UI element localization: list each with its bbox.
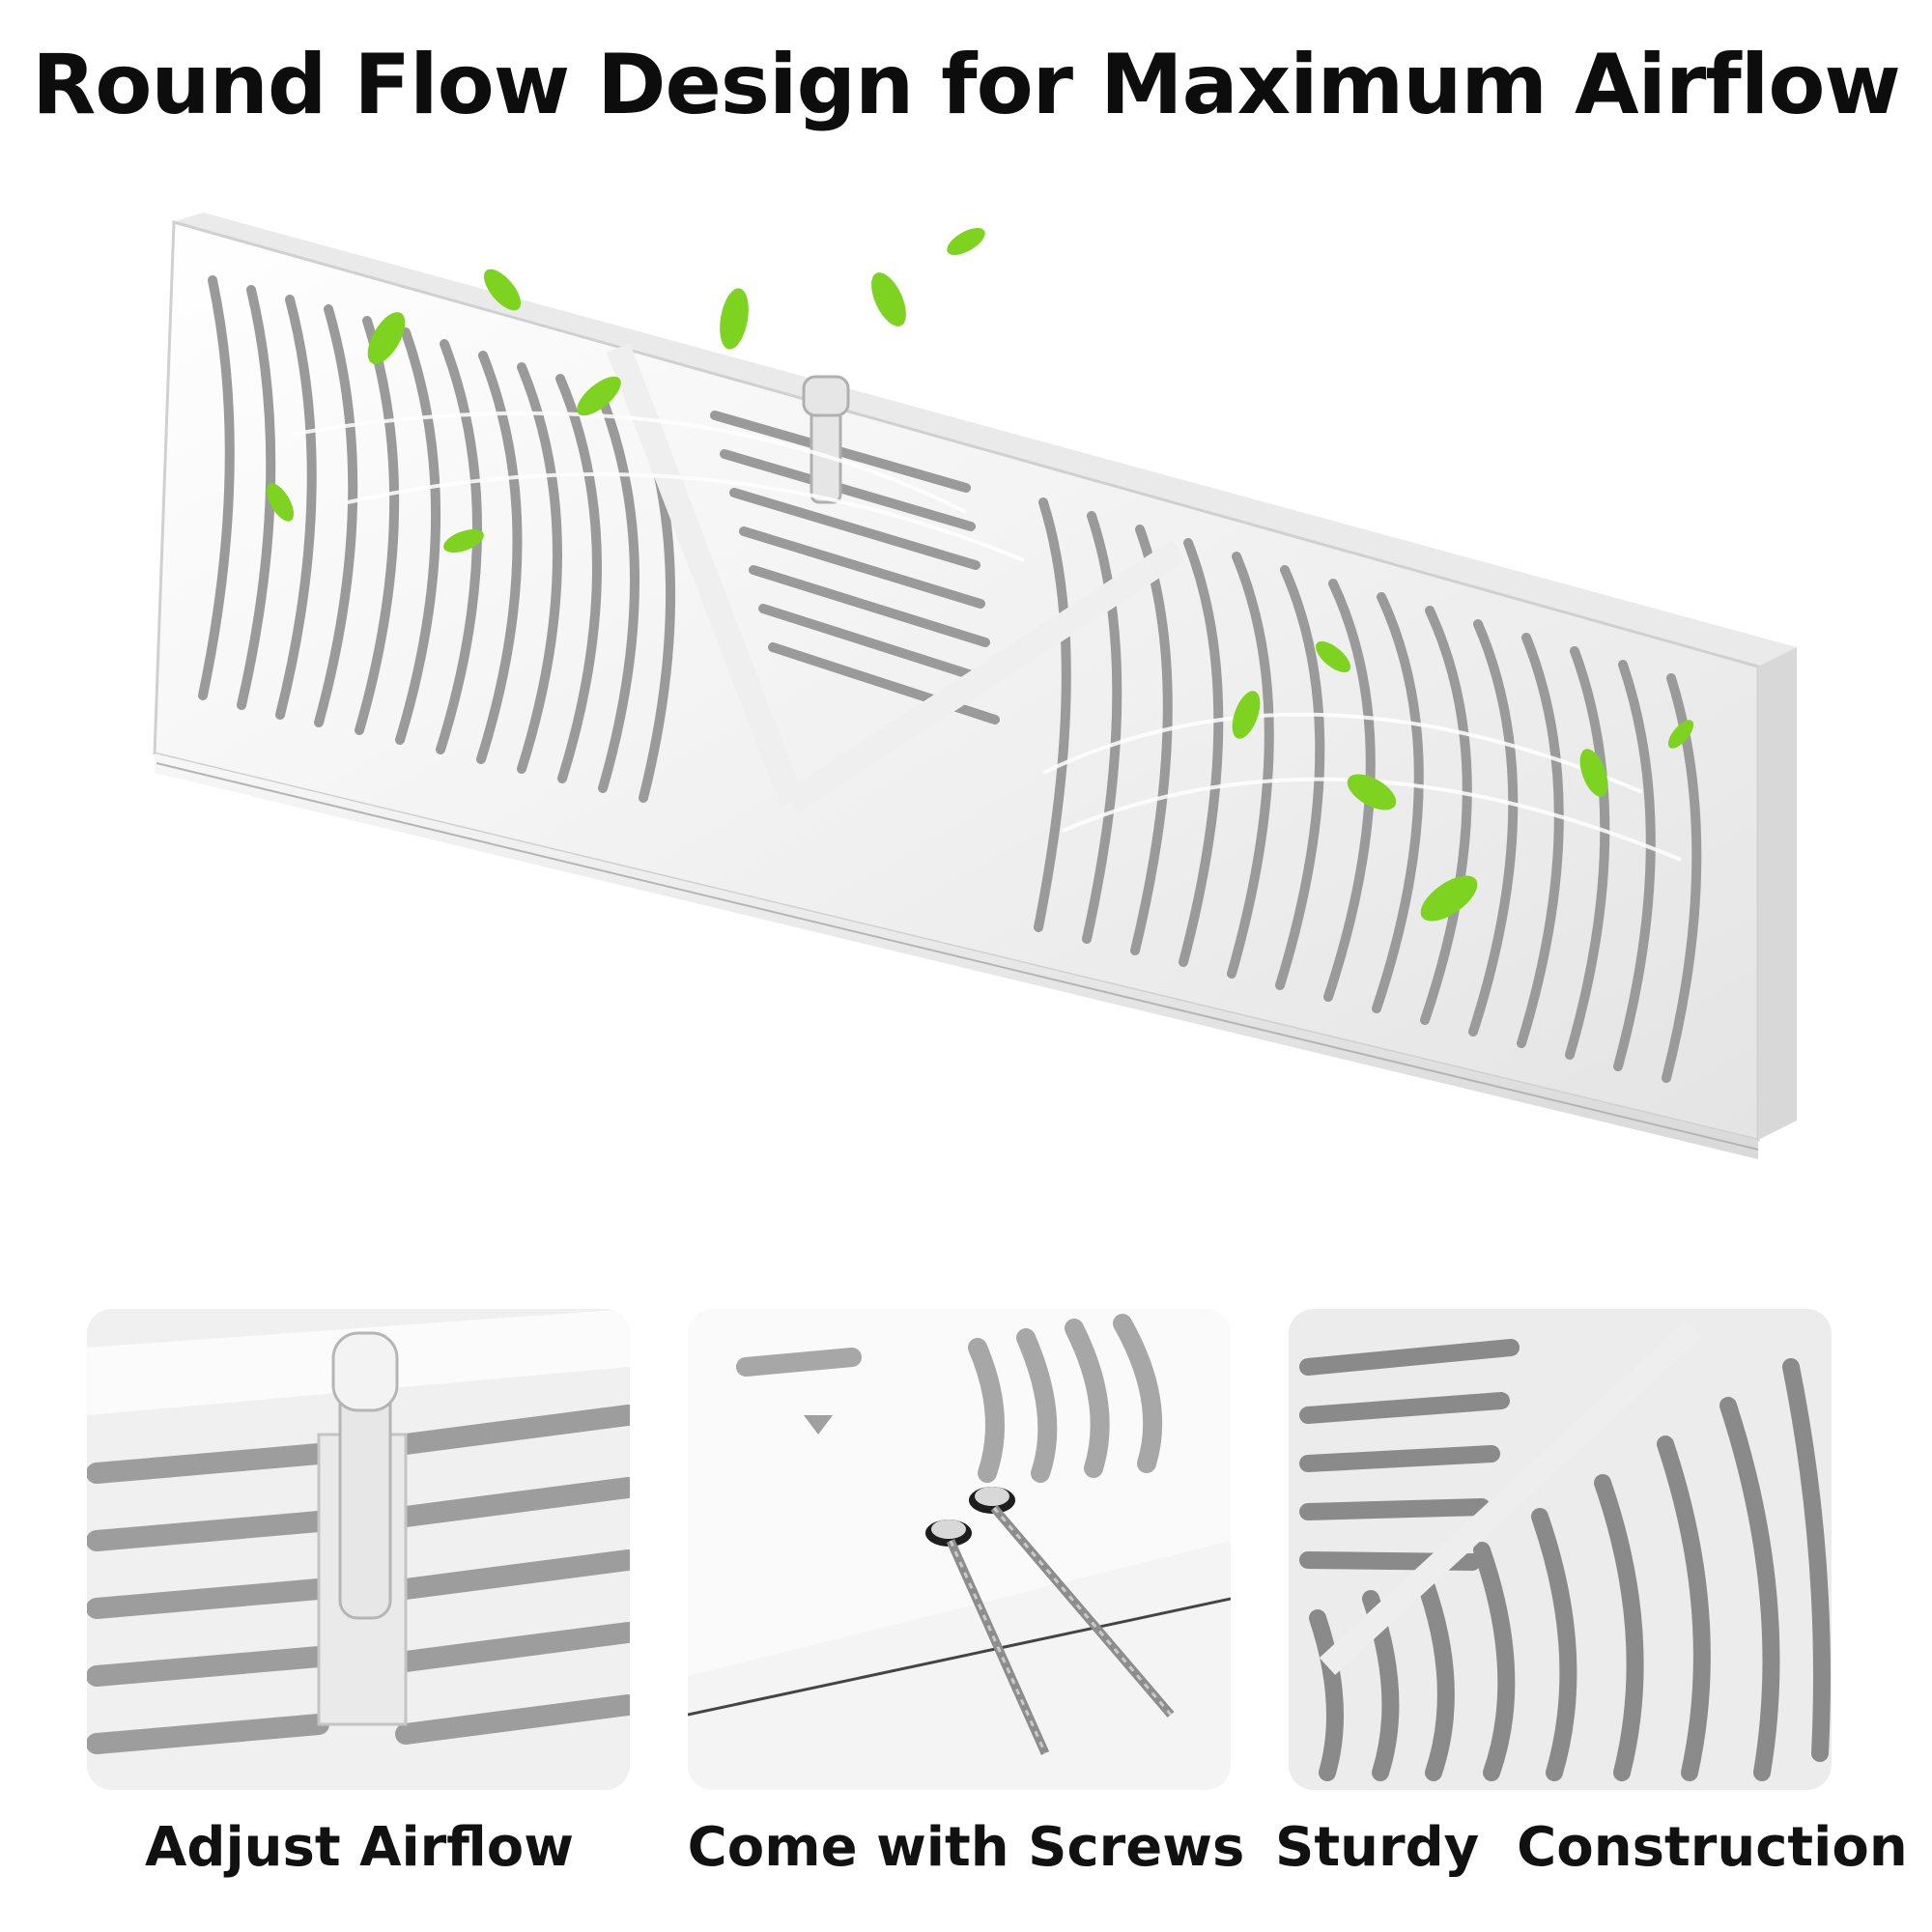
damper-lever-icon xyxy=(87,1309,630,1790)
feature-image-construction xyxy=(1289,1309,1832,1790)
headline: Round Flow Design for Maximum Airflow xyxy=(32,37,1901,133)
curved-louvers xyxy=(198,275,1702,1083)
feature-caption-construction: Sturdy Construction xyxy=(1275,1816,1908,1879)
feature-caption-screws: Come with Screws xyxy=(687,1816,1245,1879)
vent-top-edge xyxy=(174,213,1797,667)
curved-louvers-icon xyxy=(1289,1309,1832,1790)
green-leaves xyxy=(267,228,1694,922)
feature-image-screws xyxy=(688,1309,1231,1790)
baseboard-vent-image xyxy=(97,193,1835,1159)
vent-end-cap xyxy=(1758,647,1797,1140)
screws-icon xyxy=(688,1309,1231,1790)
damper-lever xyxy=(802,375,850,504)
feature-caption-adjust-airflow: Adjust Airflow xyxy=(145,1816,574,1879)
feature-image-adjust-airflow xyxy=(87,1309,630,1790)
